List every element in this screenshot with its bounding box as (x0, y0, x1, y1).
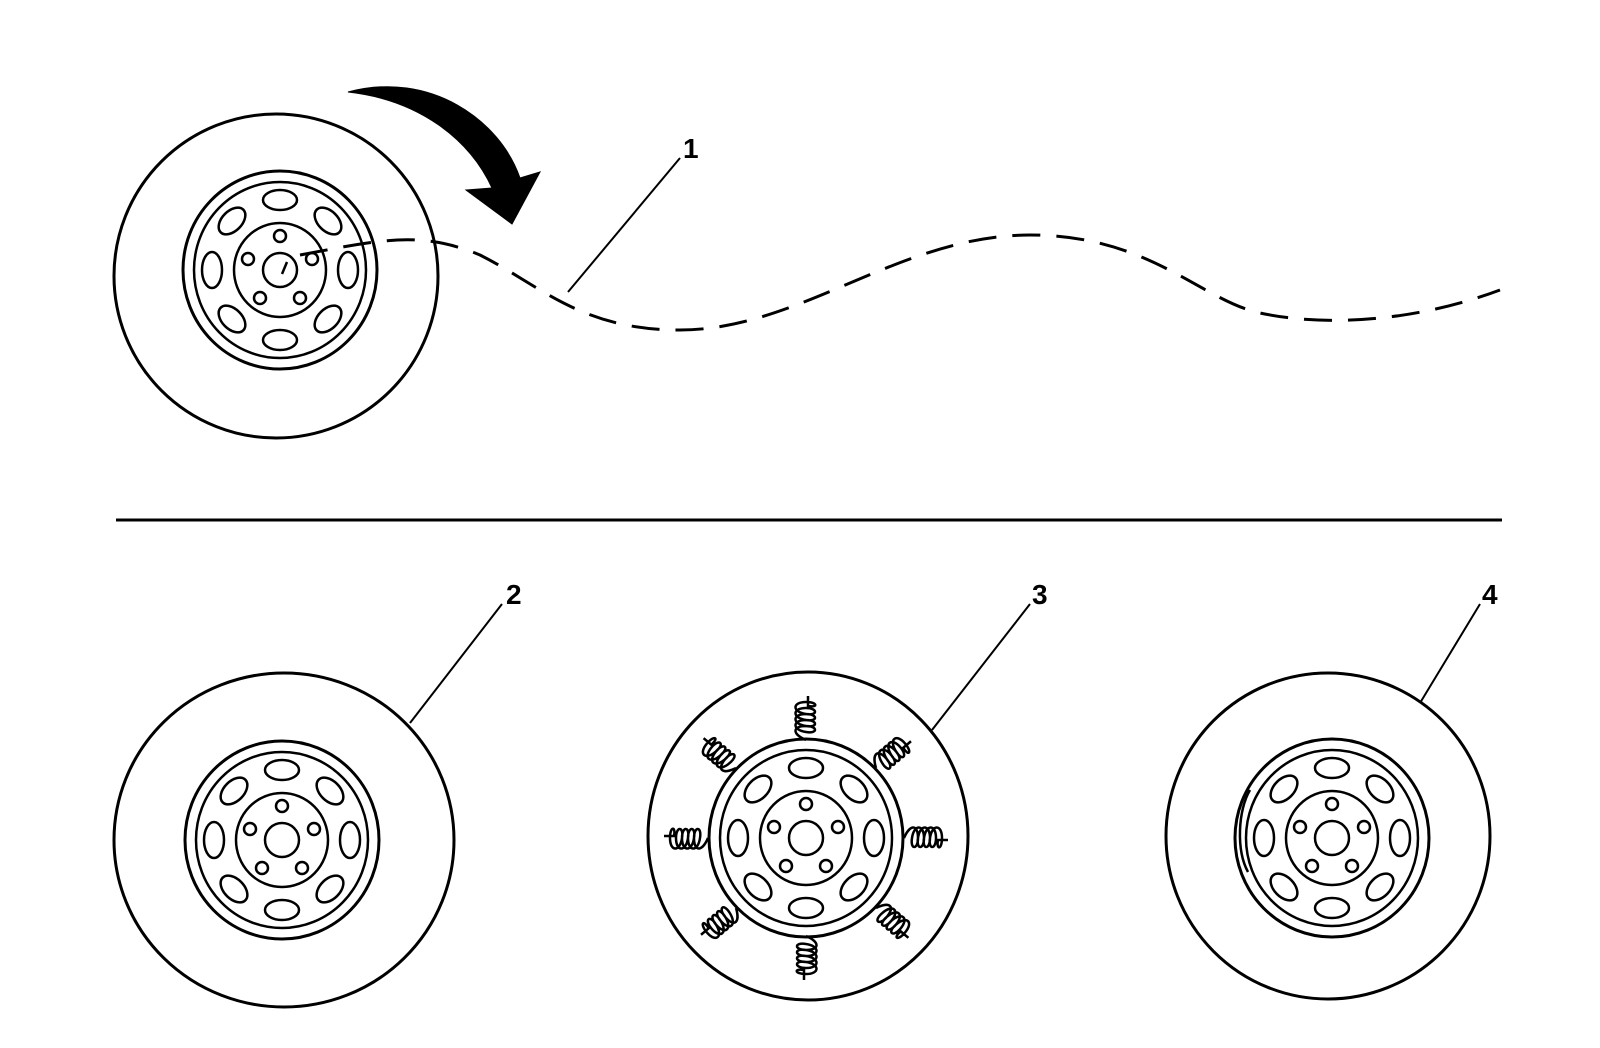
leader-line-1 (567, 157, 681, 293)
tire-outline (112, 671, 456, 1009)
callout-3: 3 (1032, 579, 1048, 610)
runout-path (299, 233, 1501, 332)
tire-outline (646, 670, 970, 1002)
wheel-2 (112, 671, 456, 1009)
wheel-rim (181, 169, 379, 371)
wheel-4 (1164, 671, 1492, 1001)
callout-2: 2 (506, 579, 522, 610)
wheel-3 (646, 670, 970, 1002)
hub-mark (280, 261, 289, 275)
callout-4: 4 (1482, 579, 1498, 610)
tire-outline (1164, 671, 1492, 1001)
leader-line-4 (1419, 603, 1481, 704)
wheel-rim (1233, 737, 1431, 939)
sidewall-bulge (1238, 789, 1252, 873)
curved-arrow-icon (347, 86, 542, 225)
callout-1: 1 (683, 133, 699, 164)
leader-line-2 (409, 603, 503, 724)
tire-outline (112, 112, 440, 440)
wheel-rim (707, 737, 905, 939)
rolling-wheel (112, 112, 440, 440)
wheel-rim (183, 739, 381, 941)
leader-line-3 (931, 603, 1031, 731)
